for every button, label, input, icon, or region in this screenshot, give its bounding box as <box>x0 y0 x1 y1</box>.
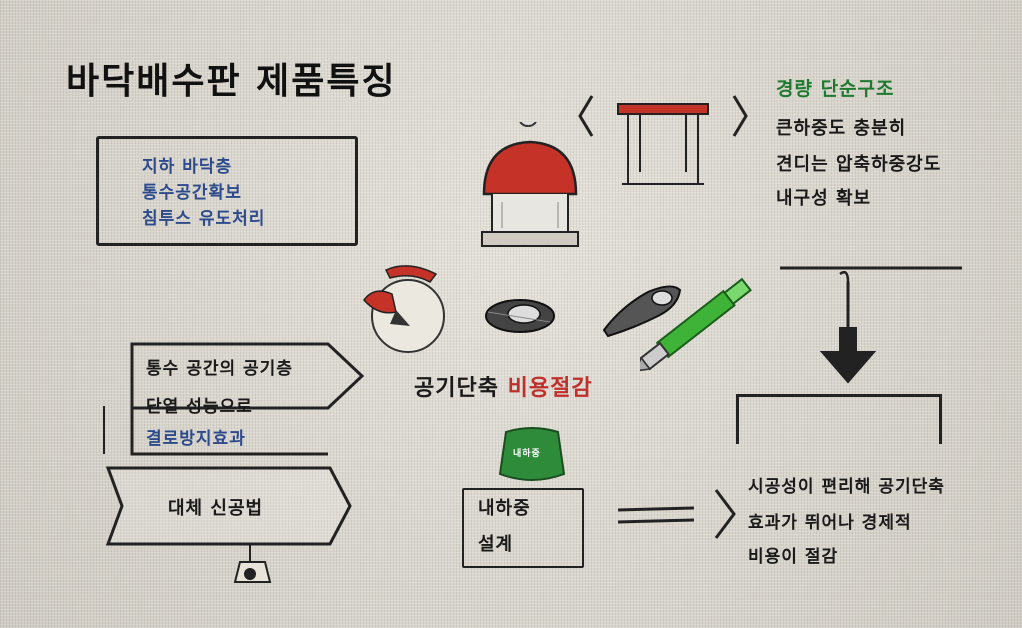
page-title: 바닥배수판 제품특징 <box>66 61 397 102</box>
construction-sign-label: 대체 신공법 <box>168 498 264 519</box>
center-caption-prefix: 공기단축 <box>414 376 499 401</box>
shoe-illustration <box>602 285 682 338</box>
stand-illustration <box>578 95 748 185</box>
light-structure-line-1: 큰하중도 충분히 <box>776 118 907 139</box>
result-line-2: 효과가 뛰어나 경제적 <box>748 513 912 533</box>
center-caption-highlight: 비용절감 <box>507 376 593 401</box>
light-structure-line-3: 내구성 확보 <box>776 188 872 209</box>
load-badge <box>498 427 566 481</box>
drainage-space-line-3: 침투스 유도처리 <box>142 209 266 229</box>
coin-illustration <box>485 299 555 333</box>
light-structure-heading: 경량 단순구조 <box>776 78 895 100</box>
result-line-1: 시공성이 편리해 공기단축 <box>748 477 945 497</box>
construction-sign <box>105 466 352 583</box>
green-pen-illustration <box>640 277 752 372</box>
result-bracket <box>736 394 942 444</box>
air-layer-highlight: 결로방지효과 <box>146 429 246 449</box>
down-arrow-illustration <box>780 266 962 384</box>
load-badge-label: 내하중 <box>513 449 541 459</box>
moneybag-illustration <box>363 265 445 353</box>
lamp-illustration <box>481 122 579 247</box>
center-caption: 공기단축 비용절감 <box>414 370 593 402</box>
air-layer-line-2: 단열 성능으로 <box>146 397 253 417</box>
light-structure-line-2: 견디는 압축하중강도 <box>776 154 942 175</box>
drainage-space-line-2: 통수공간확보 <box>142 183 242 203</box>
air-layer-line-1: 통수 공간의 공기층 <box>146 359 293 379</box>
air-layer-arrow-frame <box>103 342 365 456</box>
result-line-3: 비용이 절감 <box>748 547 839 567</box>
load-design-line-1: 내하중 <box>478 498 531 519</box>
load-design-box <box>462 488 584 568</box>
equals-arrow <box>617 489 736 539</box>
drainage-space-line-1: 지하 바닥층 <box>142 157 233 177</box>
load-design-line-2: 설계 <box>478 534 514 555</box>
drainage-space-box <box>96 136 358 246</box>
